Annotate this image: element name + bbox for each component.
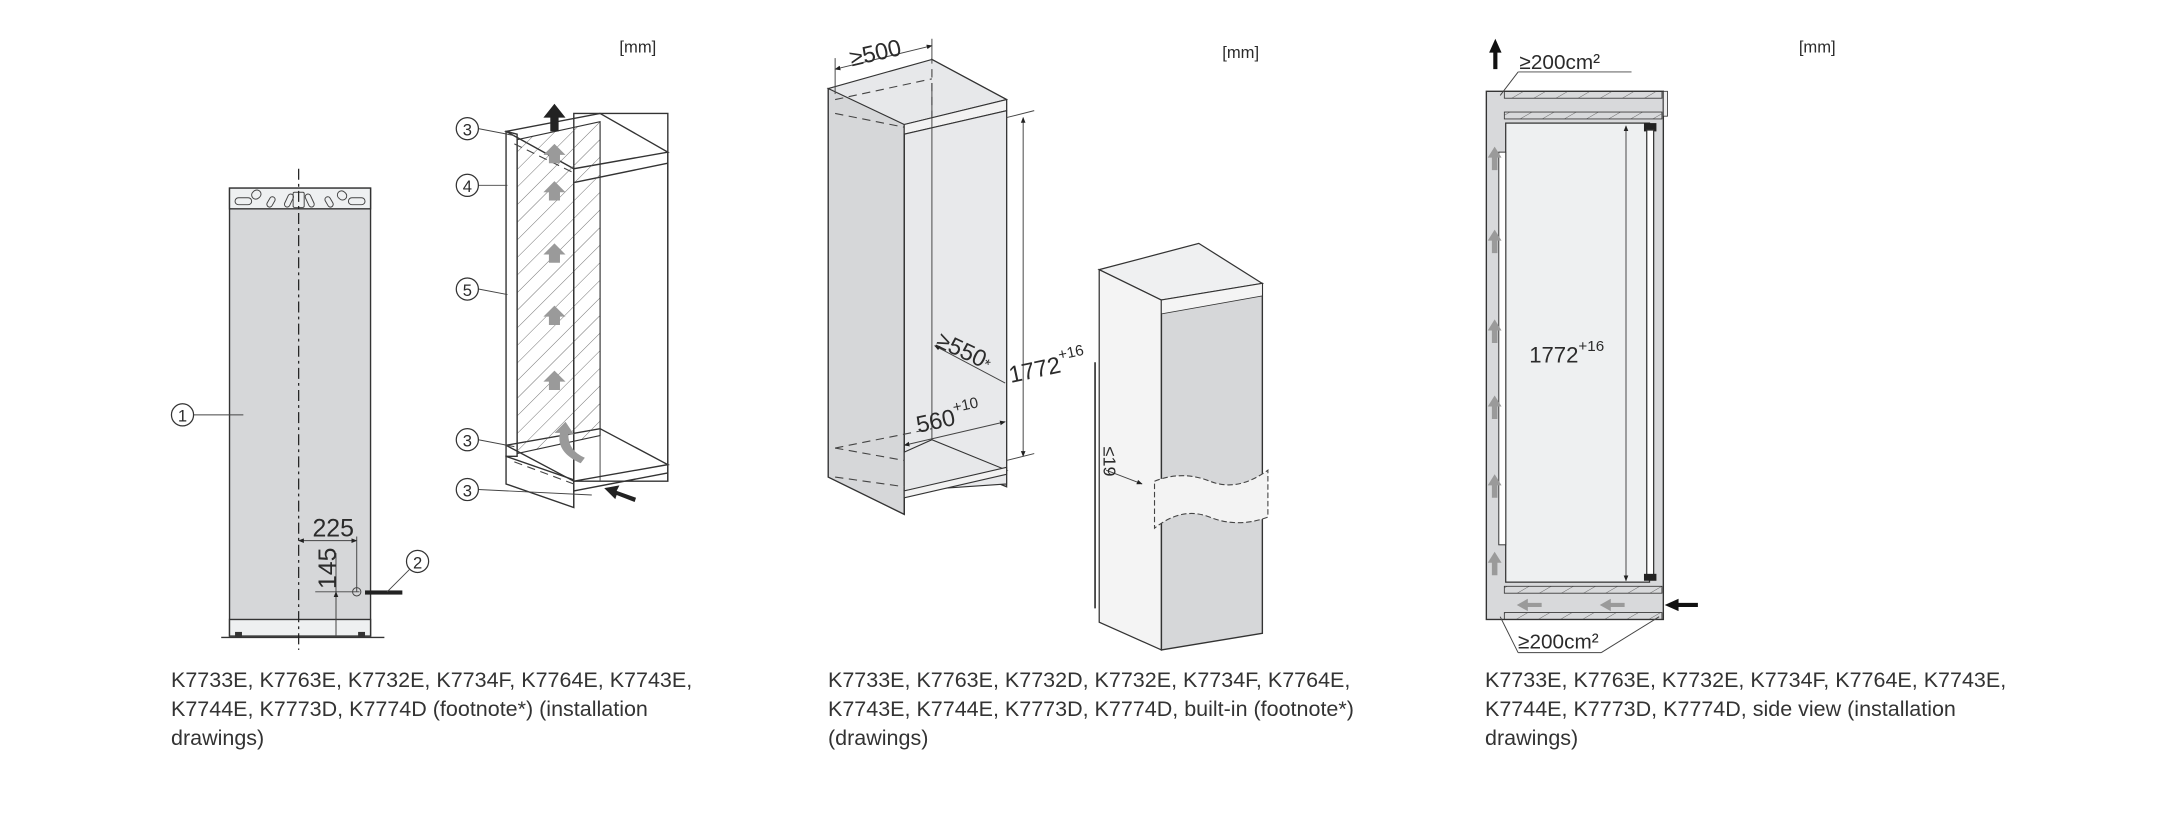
- hatched-back-panel: [516, 121, 601, 455]
- caption-line: K7733E, K7763E, K7732E, K7734F, K7764E, …: [171, 668, 693, 692]
- door-panel: [1646, 129, 1655, 576]
- vent-area-bottom: ≥200cm²: [1518, 631, 1599, 654]
- dimension-225: 225: [312, 515, 354, 543]
- dimension-height: 1772+16: [1005, 342, 1088, 388]
- caption-figure-3: K7733E, K7763E, K7732E, K7734F, K7764E, …: [1485, 666, 2006, 753]
- caption-figure-1: K7733E, K7763E, K7732E, K7734F, K7764E, …: [171, 666, 692, 753]
- cabinet-side-panel: [827, 87, 905, 516]
- door-panel-cutaway: [1153, 469, 1269, 530]
- caption-figure-2: K7733E, K7763E, K7732D, K7732E, K7734F, …: [828, 666, 1354, 753]
- caption-line: K7733E, K7763E, K7732D, K7732E, K7734F, …: [828, 668, 1351, 692]
- caption-line: K7733E, K7763E, K7732E, K7734F, K7764E, …: [1485, 668, 2007, 692]
- callout-3-middle: 3: [455, 428, 515, 452]
- caption-line: (drawings): [828, 726, 929, 750]
- svg-text:3: 3: [463, 121, 472, 140]
- hinge-strip: [228, 187, 372, 210]
- svg-text:1: 1: [178, 407, 187, 426]
- caption-line: drawings): [171, 726, 265, 750]
- callout-2: 2: [386, 549, 430, 593]
- caption-line: K7744E, K7773D, K7774D (footnote*) (inst…: [171, 697, 648, 721]
- dimension-height: 1772+16: [1529, 338, 1604, 367]
- plinth-strip: [228, 618, 372, 637]
- water-pipe: [365, 590, 403, 595]
- caption-line: K7743E, K7744E, K7773D, K7774D, built-in…: [828, 697, 1354, 721]
- airflow-arrows: [1487, 146, 1625, 612]
- unit-label: [mm]: [619, 38, 656, 57]
- svg-text:3: 3: [463, 432, 472, 451]
- callout-5: 5: [455, 277, 508, 301]
- dimension-door-gap: ≤19: [1099, 447, 1119, 477]
- water-connection-point: [352, 587, 362, 597]
- intake-arrow-icon: [604, 485, 637, 502]
- appliance-front: [228, 187, 372, 637]
- callout-3-top: 3: [455, 116, 515, 141]
- exhaust-arrow-icon: [1489, 38, 1502, 70]
- airflow-arrows: [543, 143, 585, 464]
- ventilation-cabinet: [503, 103, 670, 509]
- callout-1: 1: [170, 403, 244, 427]
- svg-text:5: 5: [463, 281, 472, 300]
- mounting-slots: [234, 189, 366, 208]
- svg-text:2: 2: [413, 553, 422, 572]
- dimension-depth-top: ≥500: [847, 34, 904, 71]
- vent-area-top: ≥200cm²: [1520, 51, 1601, 74]
- unit-label: [mm]: [1799, 38, 1836, 57]
- callout-3-bottom: 3: [455, 477, 592, 502]
- appliance-front: [1160, 282, 1264, 651]
- figure-1-front-view: [mm] 225 145 1: [170, 38, 670, 650]
- callout-4: 4: [455, 173, 508, 198]
- figure-2-niche-dimensions: [mm] ≥500 ≥550* 1772+16 560+10: [826, 34, 1269, 651]
- dimension-145: 145: [314, 548, 342, 590]
- unit-label: [mm]: [1222, 43, 1259, 62]
- intake-arrow-icon: [1664, 598, 1698, 612]
- figure-3-side-view: [mm] 1772+16 ≥200cm² ≥200cm²: [1485, 38, 1836, 654]
- svg-text:3: 3: [463, 481, 472, 500]
- exhaust-arrow-icon: [543, 103, 566, 132]
- caption-line: K7744E, K7773D, K7774D, side view (insta…: [1485, 697, 1956, 721]
- caption-line: drawings): [1485, 726, 1579, 750]
- svg-text:4: 4: [463, 177, 472, 196]
